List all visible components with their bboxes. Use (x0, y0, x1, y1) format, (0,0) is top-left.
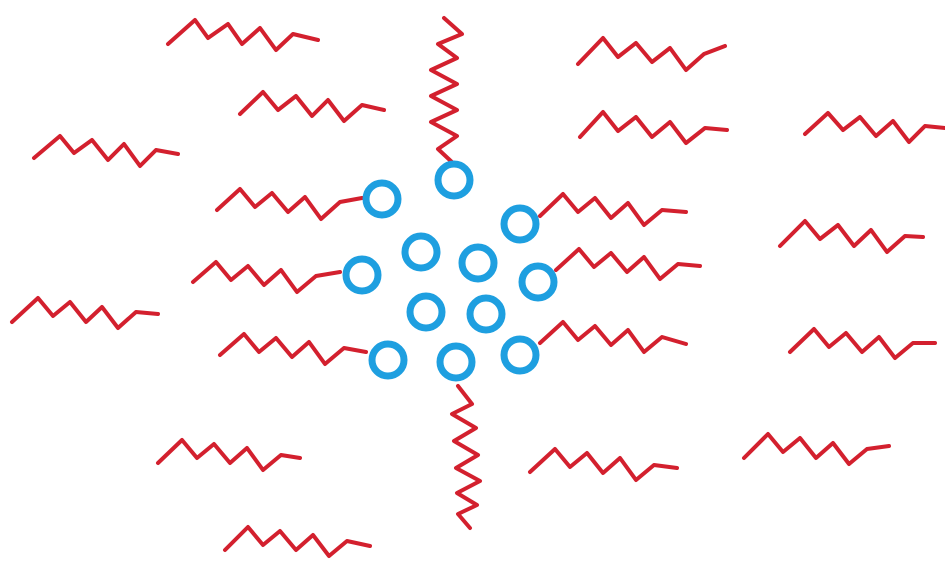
particle-cluster (346, 164, 554, 378)
free-chain (168, 20, 318, 50)
particle (372, 344, 404, 376)
attached-tail (193, 262, 340, 292)
attached-zigzag-tails (193, 18, 700, 528)
particle (405, 236, 437, 268)
particle (470, 298, 502, 330)
attached-tail (220, 334, 366, 364)
free-chain (780, 221, 923, 252)
particle (366, 183, 398, 215)
free-chain (225, 527, 370, 556)
attached-tail (431, 18, 462, 164)
attached-tail (540, 322, 686, 352)
particle (504, 208, 536, 240)
particle (462, 247, 494, 279)
attached-tail (556, 249, 700, 279)
free-chain (240, 92, 384, 121)
attached-tail (217, 189, 362, 219)
particle (346, 259, 378, 291)
attached-tail (540, 194, 686, 225)
free-chain (744, 434, 889, 464)
free-chain (578, 38, 725, 70)
attached-tail (452, 386, 480, 528)
free-chain (34, 136, 178, 166)
free-chain (158, 440, 300, 470)
free-chain (530, 449, 677, 480)
free-chain (805, 113, 945, 142)
particle (440, 346, 472, 378)
free-zigzag-chains (12, 20, 945, 556)
free-chain (790, 329, 935, 358)
particle (504, 339, 536, 371)
particle (410, 296, 442, 328)
free-chain (12, 298, 158, 328)
free-chain (580, 112, 727, 143)
particle (522, 266, 554, 298)
particle (438, 164, 470, 196)
